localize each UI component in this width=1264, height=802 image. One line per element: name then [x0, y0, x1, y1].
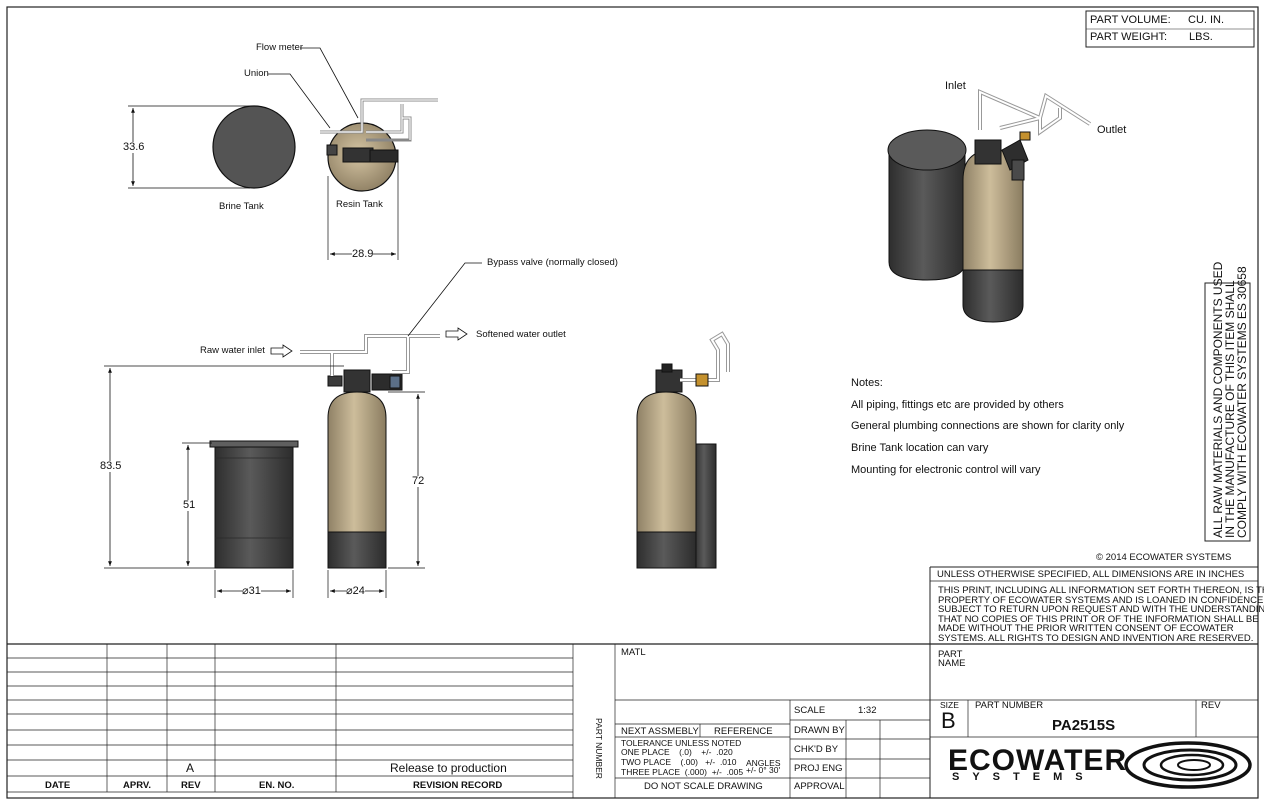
revision-entry-rev: A: [186, 761, 195, 775]
part-number-label: PART NUMBER: [975, 700, 1044, 711]
dim-resin-diameter: ⌀24: [346, 585, 365, 597]
tolerance-heading: TOLERANCE UNLESS NOTED: [621, 738, 742, 748]
matl-label: MATL: [621, 647, 646, 658]
dimensions-note: UNLESS OTHERWISE SPECIFIED, ALL DIMENSIO…: [937, 569, 1245, 580]
dim-overall-height: 83.5: [100, 460, 122, 472]
sheet-border: [6, 6, 1259, 799]
dim-brine-height: 51: [183, 499, 196, 511]
note-item: Brine Tank location can vary: [851, 442, 989, 454]
note-item: Mounting for electronic control will var…: [851, 464, 1041, 476]
reference-label: REFERENCE: [714, 726, 773, 737]
revision-header-en-no: EN. NO.: [259, 780, 295, 791]
raw-water-inlet-label: Raw water inlet: [200, 345, 265, 356]
revision-header-record: REVISION RECORD: [413, 780, 503, 791]
union-label: Union: [244, 68, 269, 79]
angles-value: +/- 0° 30': [746, 765, 781, 775]
dim-resin-height: 72: [412, 475, 425, 487]
rev-label: REV: [1201, 700, 1221, 711]
iso-inlet-label: Inlet: [945, 80, 966, 92]
brine-tank-top: [212, 105, 296, 189]
dim-brine-diameter: ⌀31: [242, 585, 261, 597]
logo-swirl: [1124, 741, 1252, 789]
next-assembly-label: NEXT ASSMEBLY: [621, 726, 699, 737]
revision-grid: [7, 644, 574, 798]
revision-header-rev: REV: [181, 780, 201, 791]
drawn-by-label: DRAWN BY: [794, 725, 845, 736]
iso-outlet-label: Outlet: [1097, 124, 1127, 136]
revision-header-date: DATE: [45, 780, 71, 791]
do-not-scale: DO NOT SCALE DRAWING: [644, 781, 763, 792]
resin-tank-label: Resin Tank: [336, 199, 383, 210]
brine-tank-label: Brine Tank: [219, 201, 264, 212]
title-grid: [614, 644, 1258, 798]
note-item: General plumbing connections are shown f…: [851, 420, 1125, 432]
revision-header-aprv: APRV.: [123, 780, 151, 791]
copyright: © 2014 ECOWATER SYSTEMS: [1096, 552, 1232, 563]
part-name-label: PART NAME: [938, 649, 966, 669]
size-label: SIZE: [940, 700, 959, 710]
part-number-value: PA2515S: [1052, 717, 1116, 734]
control-valve: [342, 147, 374, 163]
logo-subtitle: SYSTEMS: [952, 771, 1096, 783]
part-volume-unit: CU. IN.: [1188, 14, 1225, 26]
scale-value: 1:32: [858, 705, 877, 716]
resin-tank-base: [327, 531, 387, 569]
brine-tank-front: [214, 443, 294, 569]
tolerance-three-place: THREE PLACE (.000) +/- .005: [621, 767, 744, 777]
tolerance-two-place: TWO PLACE (.00) +/- .010: [621, 757, 737, 767]
iso-view: [887, 88, 1092, 323]
size-value: B: [941, 708, 956, 733]
part-weight-unit: LBS.: [1189, 31, 1213, 43]
notes-heading: Notes:: [851, 377, 883, 389]
side-view: [636, 331, 730, 569]
chkd-by-label: CHK'D BY: [794, 744, 839, 755]
dim-top-height: 33.6: [123, 141, 145, 153]
proj-eng-label: PROJ ENG: [794, 763, 843, 774]
tolerance-one-place: ONE PLACE (.0) +/- .020: [621, 747, 733, 757]
softened-water-outlet-label: Softened water outlet: [476, 329, 566, 340]
confidential-notice: THIS PRINT, INCLUDING ALL INFORMATION SE…: [938, 585, 1264, 644]
revision-entry-record: Release to production: [390, 761, 507, 775]
resin-tank-side: [636, 391, 697, 533]
flow-meter-label: Flow meter: [256, 42, 303, 53]
control-head: [369, 149, 399, 163]
part-weight-label: PART WEIGHT:: [1090, 31, 1168, 43]
dim-top-width: 28.9: [352, 248, 374, 260]
bypass-valve-label: Bypass valve (normally closed): [487, 257, 618, 268]
part-volume-label: PART VOLUME:: [1090, 14, 1171, 26]
part-number-vertical: PART NUMBER: [594, 718, 604, 779]
compliance-note-line3: COMPLY WITH ECOWATER SYSTEMS ES 30658: [1235, 266, 1249, 538]
top-view: [128, 47, 438, 260]
scale-label: SCALE: [794, 705, 826, 716]
resin-tank-front: [327, 391, 387, 533]
angles-label: ANGLES: [746, 758, 781, 768]
logo-wordmark: ECOWATER: [948, 744, 1128, 777]
note-item: All piping, fittings etc are provided by…: [851, 399, 1064, 411]
front-view: [104, 262, 482, 598]
control-valve-front: [343, 369, 371, 393]
approval-label: APPROVAL: [794, 781, 845, 792]
